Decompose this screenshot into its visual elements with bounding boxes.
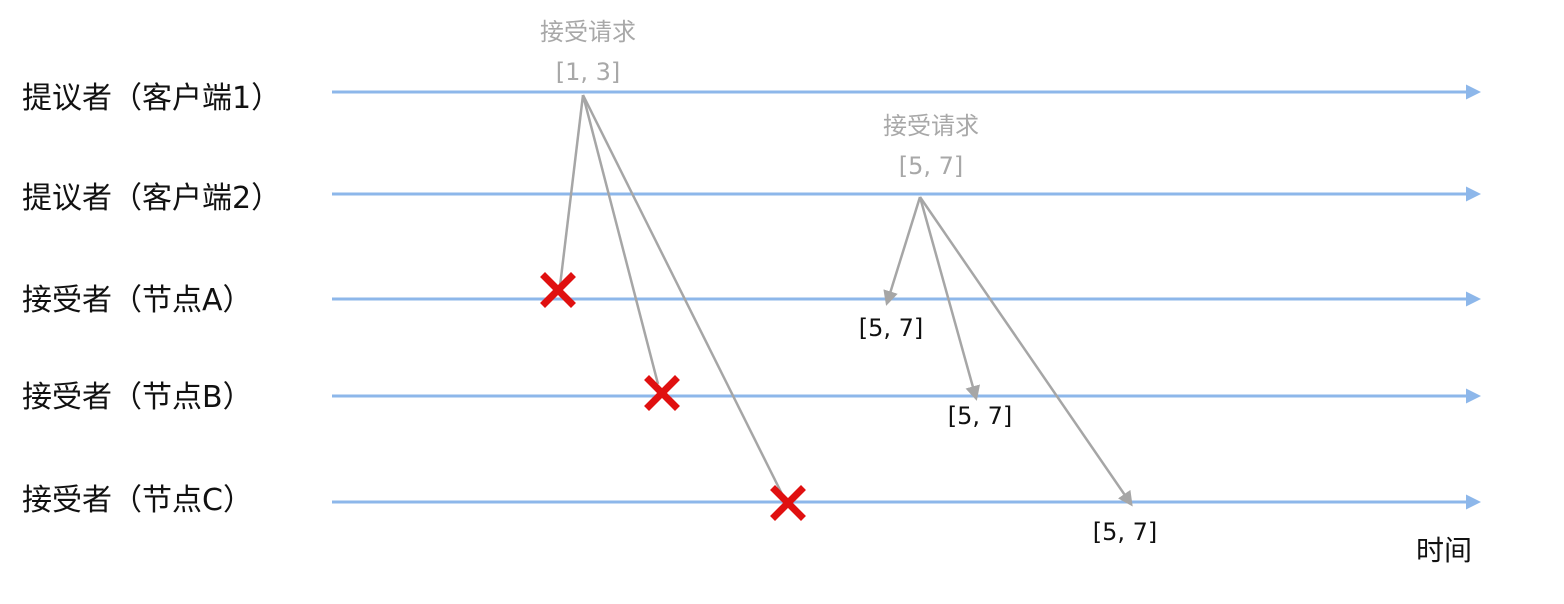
request-2-title: 接受请求 <box>883 112 979 140</box>
request-1-to-node-a <box>558 94 585 287</box>
request-1-title: 接受请求 <box>540 18 636 46</box>
request-1-range: [1, 3] <box>556 58 621 86</box>
request-2-to-node-b <box>918 196 981 401</box>
reject-mark-node-a <box>540 272 576 308</box>
accepted-label-node-c: [5, 7] <box>1093 518 1158 546</box>
accepted-label-node-b: [5, 7] <box>948 402 1013 430</box>
request-1-to-node-b <box>581 94 660 385</box>
request-1-to-node-c <box>581 94 784 495</box>
time-axis-label: 时间 <box>1416 534 1472 567</box>
lane-label-node-a: 接受者（节点A） <box>22 283 253 318</box>
reject-mark-node-b <box>644 375 680 411</box>
request-2-to-node-a <box>883 196 922 306</box>
lane-label-client-1: 提议者（客户端1） <box>22 81 281 116</box>
lane-label-node-c: 接受者（节点C） <box>22 483 253 518</box>
accepted-label-node-a: [5, 7] <box>859 314 924 342</box>
reject-mark-node-c <box>770 485 806 521</box>
lane-label-client-2: 提议者（客户端2） <box>22 181 281 216</box>
lane-label-node-b: 接受者（节点B） <box>22 380 253 415</box>
request-2-range: [5, 7] <box>899 152 964 180</box>
request-2-to-node-c <box>918 196 1133 507</box>
